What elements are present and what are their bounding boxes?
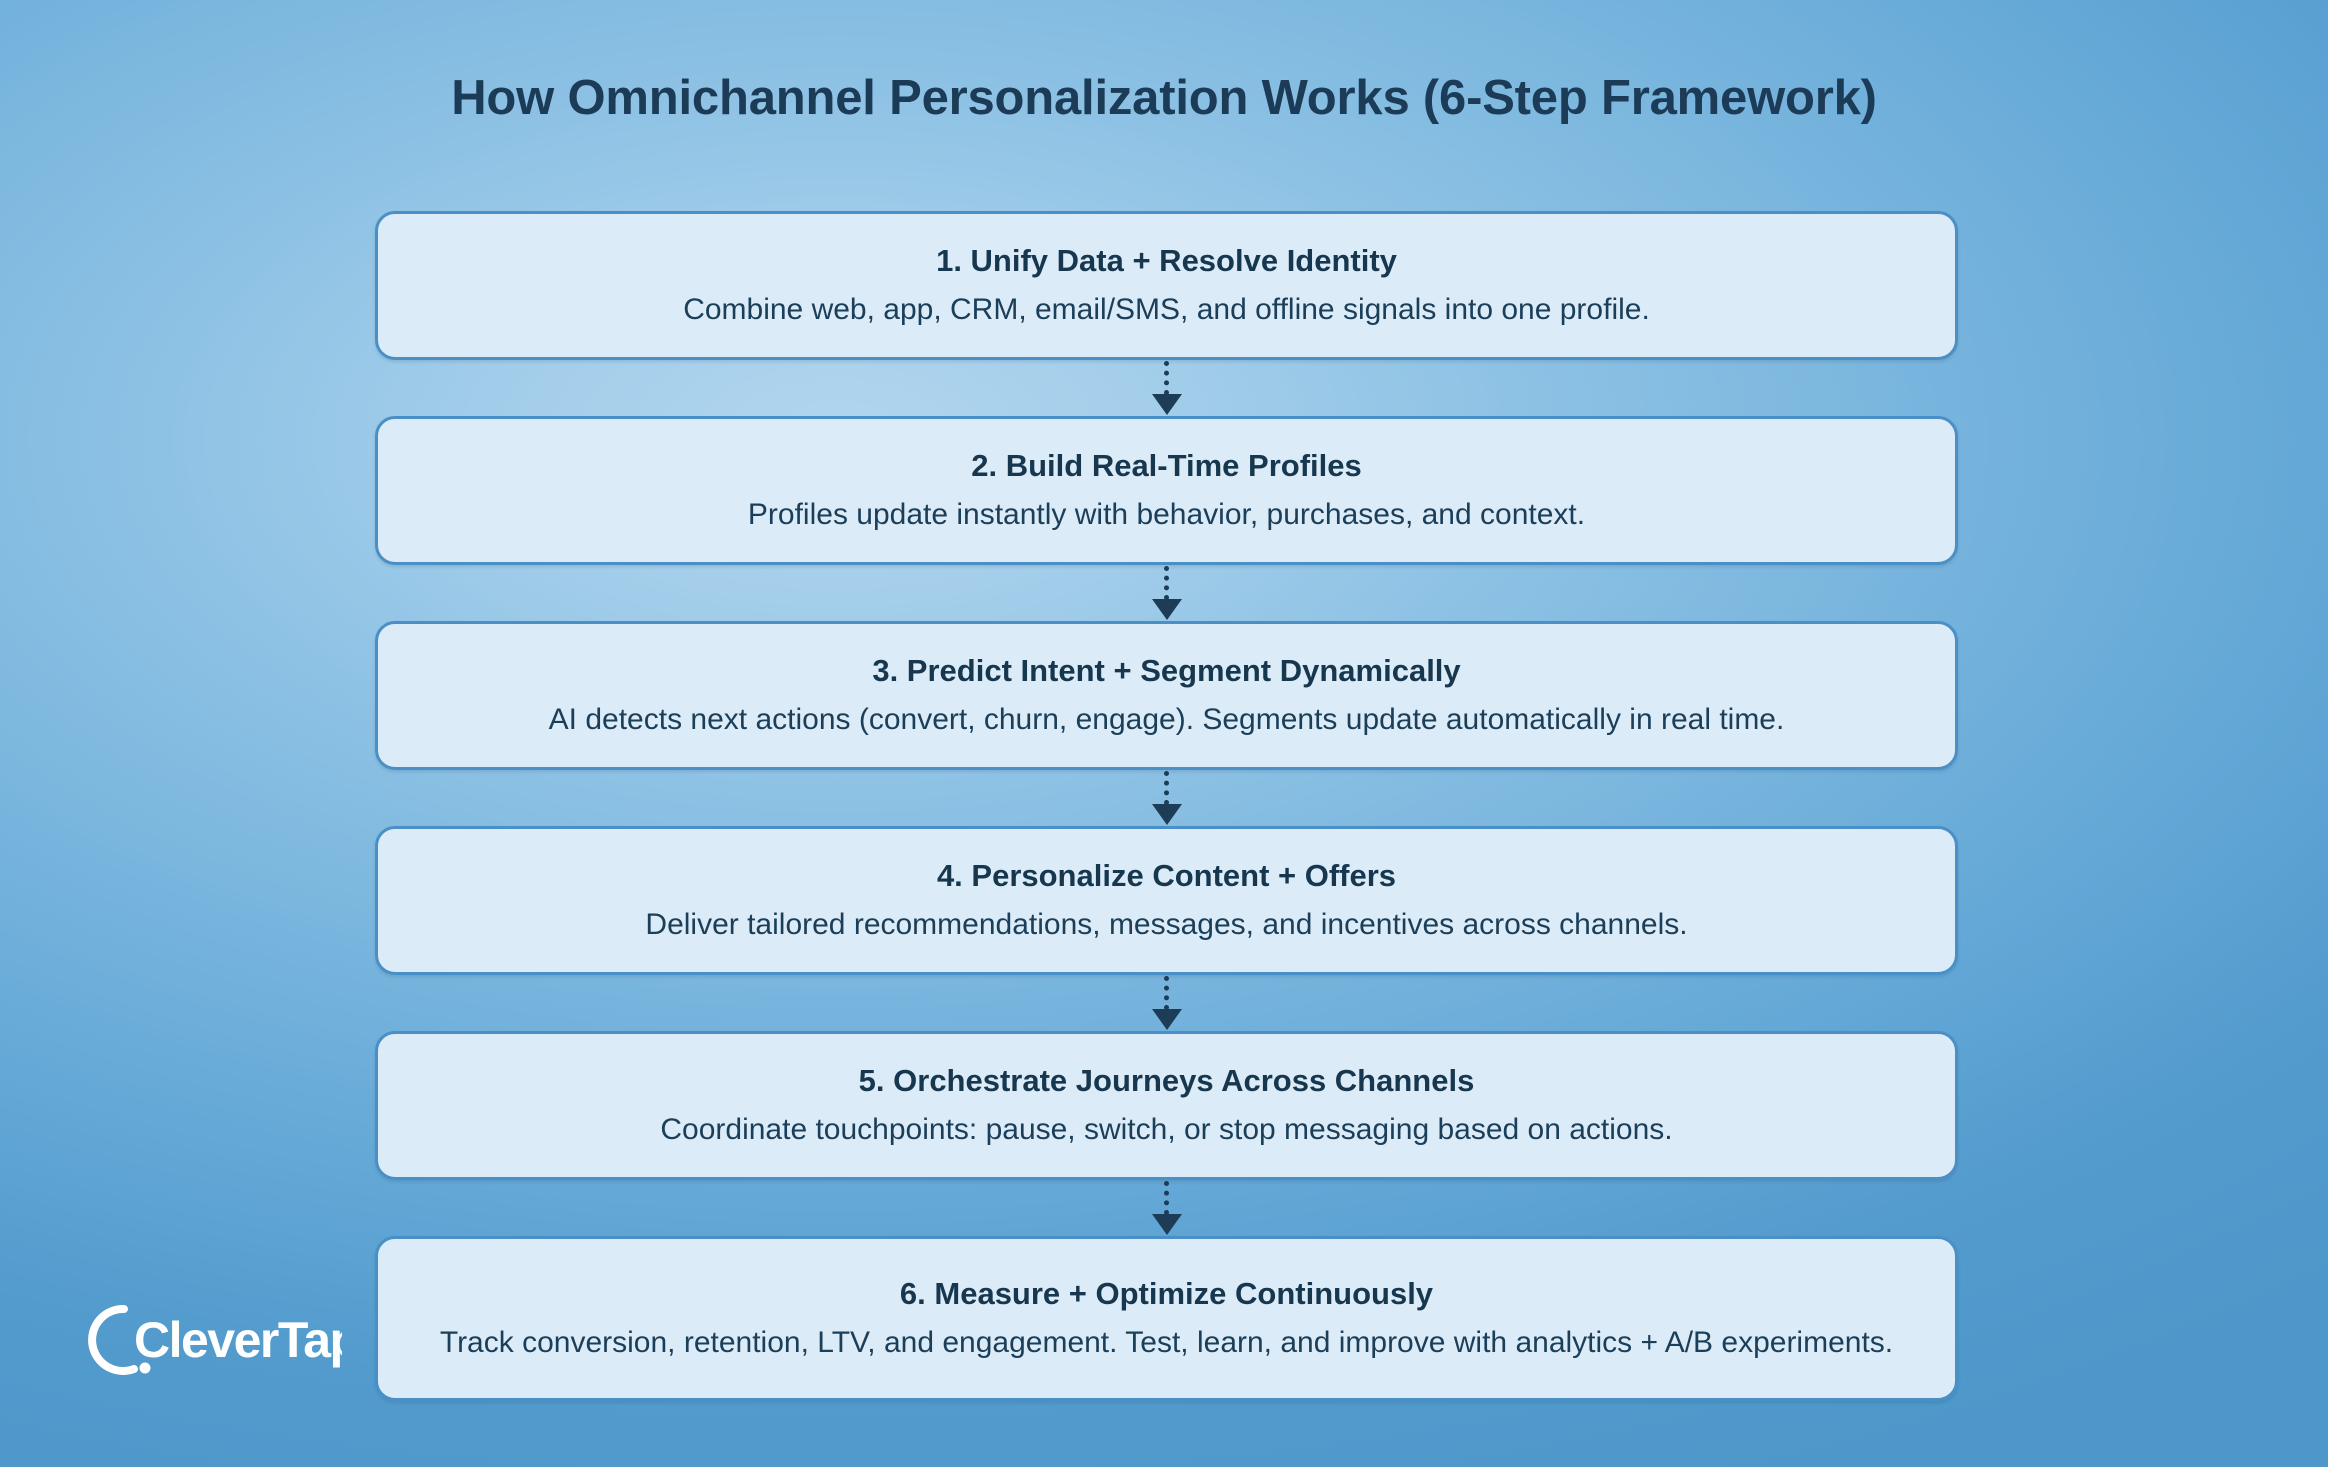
clevertap-logo: CleverTap xyxy=(72,1295,342,1387)
step-card-3: 3. Predict Intent + Segment Dynamically … xyxy=(375,621,1958,770)
connector-line-icon xyxy=(1164,361,1169,395)
step-heading-4: 4. Personalize Content + Offers xyxy=(936,858,1397,894)
connector-line-icon xyxy=(1164,771,1169,805)
connector-line-icon xyxy=(1164,566,1169,600)
step-description-4: Deliver tailored recommendations, messag… xyxy=(645,907,1688,941)
step-card-5: 5. Orchestrate Journeys Across Channels … xyxy=(375,1031,1958,1180)
step-description-2: Profiles update instantly with behavior,… xyxy=(747,497,1586,531)
step-description-6: Track conversion, retention, LTV, and en… xyxy=(439,1325,1894,1359)
step-card-2: 2. Build Real-Time Profiles Profiles upd… xyxy=(375,416,1958,565)
arrow-down-icon xyxy=(1151,804,1182,825)
clevertap-wordmark: CleverTap xyxy=(134,1312,342,1368)
step-heading-3: 3. Predict Intent + Segment Dynamically xyxy=(872,653,1461,689)
connector-line-icon xyxy=(1164,976,1169,1010)
connector-3-to-4 xyxy=(375,770,1958,826)
step-description-5: Coordinate touchpoints: pause, switch, o… xyxy=(660,1112,1673,1146)
dot-icon xyxy=(139,1362,151,1374)
clevertap-logo-icon: CleverTap xyxy=(88,1304,342,1375)
step-heading-5: 5. Orchestrate Journeys Across Channels xyxy=(858,1063,1475,1099)
step-card-1: 1. Unify Data + Resolve Identity Combine… xyxy=(375,211,1958,360)
connector-line-icon xyxy=(1164,1181,1169,1215)
step-card-4: 4. Personalize Content + Offers Deliver … xyxy=(375,826,1958,975)
step-heading-6: 6. Measure + Optimize Continuously xyxy=(899,1276,1434,1312)
arrow-down-icon xyxy=(1151,394,1182,415)
connector-5-to-6 xyxy=(375,1180,1958,1236)
step-description-3: AI detects next actions (convert, churn,… xyxy=(548,702,1785,736)
connector-2-to-3 xyxy=(375,565,1958,621)
connector-1-to-2 xyxy=(375,360,1958,416)
page-title: How Omnichannel Personalization Works (6… xyxy=(451,71,1877,125)
arrow-down-icon xyxy=(1151,599,1182,620)
arrow-down-icon xyxy=(1151,1214,1182,1235)
connector-4-to-5 xyxy=(375,975,1958,1031)
step-heading-1: 1. Unify Data + Resolve Identity xyxy=(936,243,1397,279)
step-heading-2: 2. Build Real-Time Profiles xyxy=(971,448,1362,484)
step-card-6: 6. Measure + Optimize Continuously Track… xyxy=(375,1236,1958,1401)
step-flow: 1. Unify Data + Resolve Identity Combine… xyxy=(375,211,1958,1401)
arc-icon xyxy=(88,1304,138,1375)
arrow-down-icon xyxy=(1151,1009,1182,1030)
step-description-1: Combine web, app, CRM, email/SMS, and of… xyxy=(683,292,1650,326)
